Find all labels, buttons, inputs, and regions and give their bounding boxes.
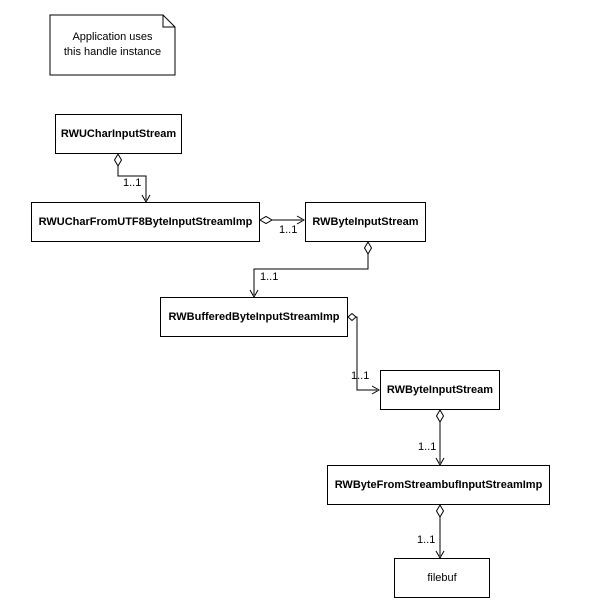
aggregation-diamond-icon [113, 153, 123, 167]
multiplicity-label-3: 1..1 [260, 271, 279, 283]
multiplicity-label-6: 1..1 [417, 534, 436, 546]
class-box-rwbyte-from-streambuf-input-stream-imp: RWByteFromStreambufInputStreamImp [327, 465, 550, 505]
note-line-1: Application uses [72, 31, 153, 43]
edge-line [253, 254, 369, 295]
edge-aggregation-3 [249, 241, 373, 299]
aggregation-diamond-icon [259, 215, 273, 225]
class-box-rwuchar-input-stream: RWUCharInputStream [55, 114, 182, 154]
aggregation-diamond-icon [363, 241, 373, 255]
edge-aggregation-4 [347, 312, 381, 395]
multiplicity-label-1: 1..1 [123, 177, 142, 189]
aggregation-diamond-icon [435, 409, 445, 423]
edge-line [117, 166, 147, 200]
note-outline [49, 14, 176, 76]
uml-note: Application uses this handle instance [50, 15, 175, 75]
uml-note-shape [49, 14, 176, 76]
open-arrowhead-icon [371, 385, 381, 395]
class-box-rwuchar-from-utf8-byte-input-stream-imp: RWUCharFromUTF8ByteInputStreamImp [31, 202, 260, 242]
multiplicity-label-5: 1..1 [418, 441, 437, 453]
note-line-2: this handle instance [63, 46, 162, 58]
class-box-filebuf: filebuf [394, 558, 490, 598]
class-box-rwbyte-input-stream-lower: RWByteInputStream [380, 370, 500, 410]
open-arrowhead-icon [296, 215, 306, 225]
class-box-rwbyte-input-stream-upper: RWByteInputStream [305, 202, 426, 242]
edge-aggregation-1 [113, 153, 151, 204]
aggregation-diamond-icon [435, 504, 445, 518]
multiplicity-label-4: 1..1 [351, 370, 370, 382]
class-box-rwbuffered-byte-input-stream-imp: RWBufferedByteInputStreamImp [160, 297, 348, 337]
edge-aggregation-2 [259, 215, 306, 225]
edge-aggregation-6 [435, 504, 445, 560]
edge-aggregation-5 [435, 409, 445, 467]
edge-line [356, 316, 377, 391]
aggregation-diamond-icon [347, 312, 357, 322]
note-fold-icon [162, 15, 175, 28]
multiplicity-label-2: 1..1 [279, 224, 298, 236]
